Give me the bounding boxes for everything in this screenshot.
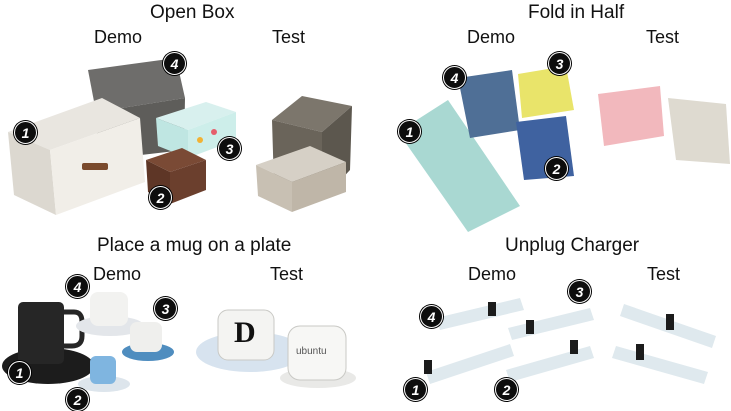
badge-mug-2: 2 (66, 388, 89, 411)
panel-1-test-label: Test (272, 27, 306, 47)
badge-charger-4: 4 (420, 305, 443, 328)
badge-charger-3: 3 (568, 280, 591, 303)
badge-fold-3: 3 (548, 52, 571, 75)
badge-mug-3: 3 (154, 297, 177, 320)
demo-cloth-4-jeans (458, 70, 520, 138)
panel-1-demo-label: Demo (94, 27, 143, 47)
demo-mug-2-blue (90, 356, 116, 384)
panel-2-test-label: Test (646, 27, 680, 47)
badge-charger-1: 1 (404, 378, 427, 401)
badge-mug-4: 4 (66, 275, 89, 298)
panel-title-place-mug: Place a mug on a plate (97, 235, 292, 256)
demo-mug-3 (130, 322, 162, 352)
test-mug-brand (287, 325, 347, 381)
badge-open-box-1: 1 (14, 121, 37, 144)
badge-open-box-4: 4 (163, 52, 186, 75)
panel-3-demo-label: Demo (93, 264, 142, 284)
panel-2-demo-label: Demo (467, 27, 516, 47)
panel-4-demo-label: Demo (468, 264, 517, 284)
demo-strip-1 (424, 344, 514, 384)
panel-title-open-box: Open Box (150, 2, 235, 23)
demo-mug-4 (90, 292, 128, 326)
test-mug-letter (217, 309, 275, 361)
badge-mug-1: 1 (8, 361, 31, 384)
badge-charger-2: 2 (495, 378, 518, 401)
badge-open-box-3: 3 (218, 137, 241, 160)
demo-box-3-tissue (156, 102, 236, 158)
panel-title-fold-in-half: Fold in Half (528, 2, 625, 23)
test-strip-top (620, 304, 716, 348)
test-cloth-beige (668, 98, 730, 164)
demo-box-1-white (8, 98, 145, 215)
mug-letter-text: D (234, 316, 256, 349)
badge-fold-4: 4 (443, 66, 466, 89)
panel-title-unplug-charger: Unplug Charger (505, 235, 640, 256)
test-box-checkered (256, 146, 346, 212)
badge-fold-1: 1 (398, 120, 421, 143)
demo-strip-2 (506, 340, 594, 382)
panel-4-test-label: Test (647, 264, 681, 284)
demo-strip-3 (508, 308, 594, 340)
mug-brand-text: ubuntu (296, 346, 327, 357)
panel-3-test-label: Test (270, 264, 304, 284)
badge-fold-2: 2 (545, 157, 568, 180)
test-strip-bottom (612, 344, 708, 384)
demo-cloth-1-towel (398, 100, 520, 232)
demo-strip-4 (436, 298, 524, 330)
test-cloth-pink (598, 86, 664, 146)
badge-open-box-2: 2 (149, 186, 172, 209)
demo-cloth-3-yellow (518, 66, 574, 118)
